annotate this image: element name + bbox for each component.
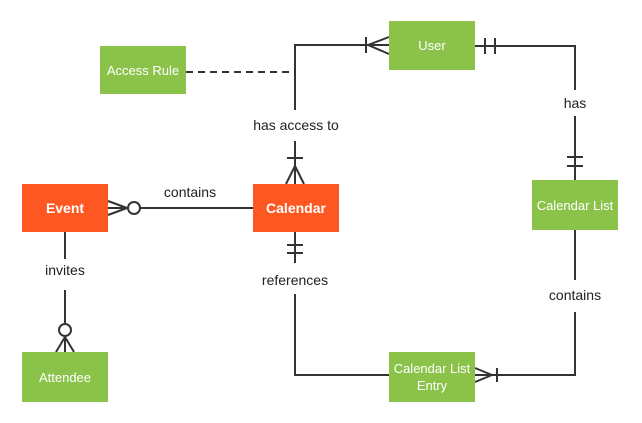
entity-user-label: User xyxy=(418,38,446,53)
entity-event-label: Event xyxy=(45,199,85,216)
entity-calendar-list-label: Calendar List xyxy=(536,197,614,213)
crowsfoot-many-icon xyxy=(285,165,305,185)
entity-access-rule-label: Access Rule xyxy=(106,62,180,78)
crowsfoot-many-icon xyxy=(55,336,75,353)
connector-references xyxy=(287,232,389,376)
crowsfoot-many-icon xyxy=(474,367,493,383)
entity-event: Event xyxy=(22,184,108,232)
relationship-label-has: has xyxy=(563,95,587,111)
entity-attendee: Attendee xyxy=(22,352,108,402)
connector-contains-events xyxy=(107,200,253,216)
exactly-one-bars-icon xyxy=(287,244,303,254)
entity-calendar-list: Calendar List xyxy=(532,180,618,230)
zero-circle-icon xyxy=(58,323,72,337)
exactly-one-bars-icon xyxy=(484,38,496,54)
crowsfoot-many-icon xyxy=(107,200,128,216)
relationship-label-references: references xyxy=(261,272,329,288)
relationship-label-contains-entries: contains xyxy=(548,287,602,303)
entity-access-rule: Access Rule xyxy=(100,46,186,94)
connector-contains-entries xyxy=(474,230,576,383)
entity-calendar-list-entry: Calendar List Entry xyxy=(389,352,475,402)
connector-has xyxy=(475,38,583,180)
entity-user: User xyxy=(389,21,475,70)
relationship-label-has-access-to: has access to xyxy=(253,117,339,133)
entity-calendar: Calendar xyxy=(253,184,339,232)
entity-calendar-label: Calendar xyxy=(266,199,326,216)
exactly-one-bars-icon xyxy=(567,156,583,167)
connector-has-access-to xyxy=(285,36,390,185)
relationship-label-invites: invites xyxy=(45,262,85,278)
zero-circle-icon xyxy=(127,201,141,215)
connector-invites xyxy=(55,232,75,353)
relationship-label-contains-events: contains xyxy=(163,184,217,200)
crowsfoot-many-icon xyxy=(367,36,390,55)
entity-calendar-list-entry-label: Calendar List Entry xyxy=(393,361,471,393)
entity-attendee-label: Attendee xyxy=(38,369,92,385)
